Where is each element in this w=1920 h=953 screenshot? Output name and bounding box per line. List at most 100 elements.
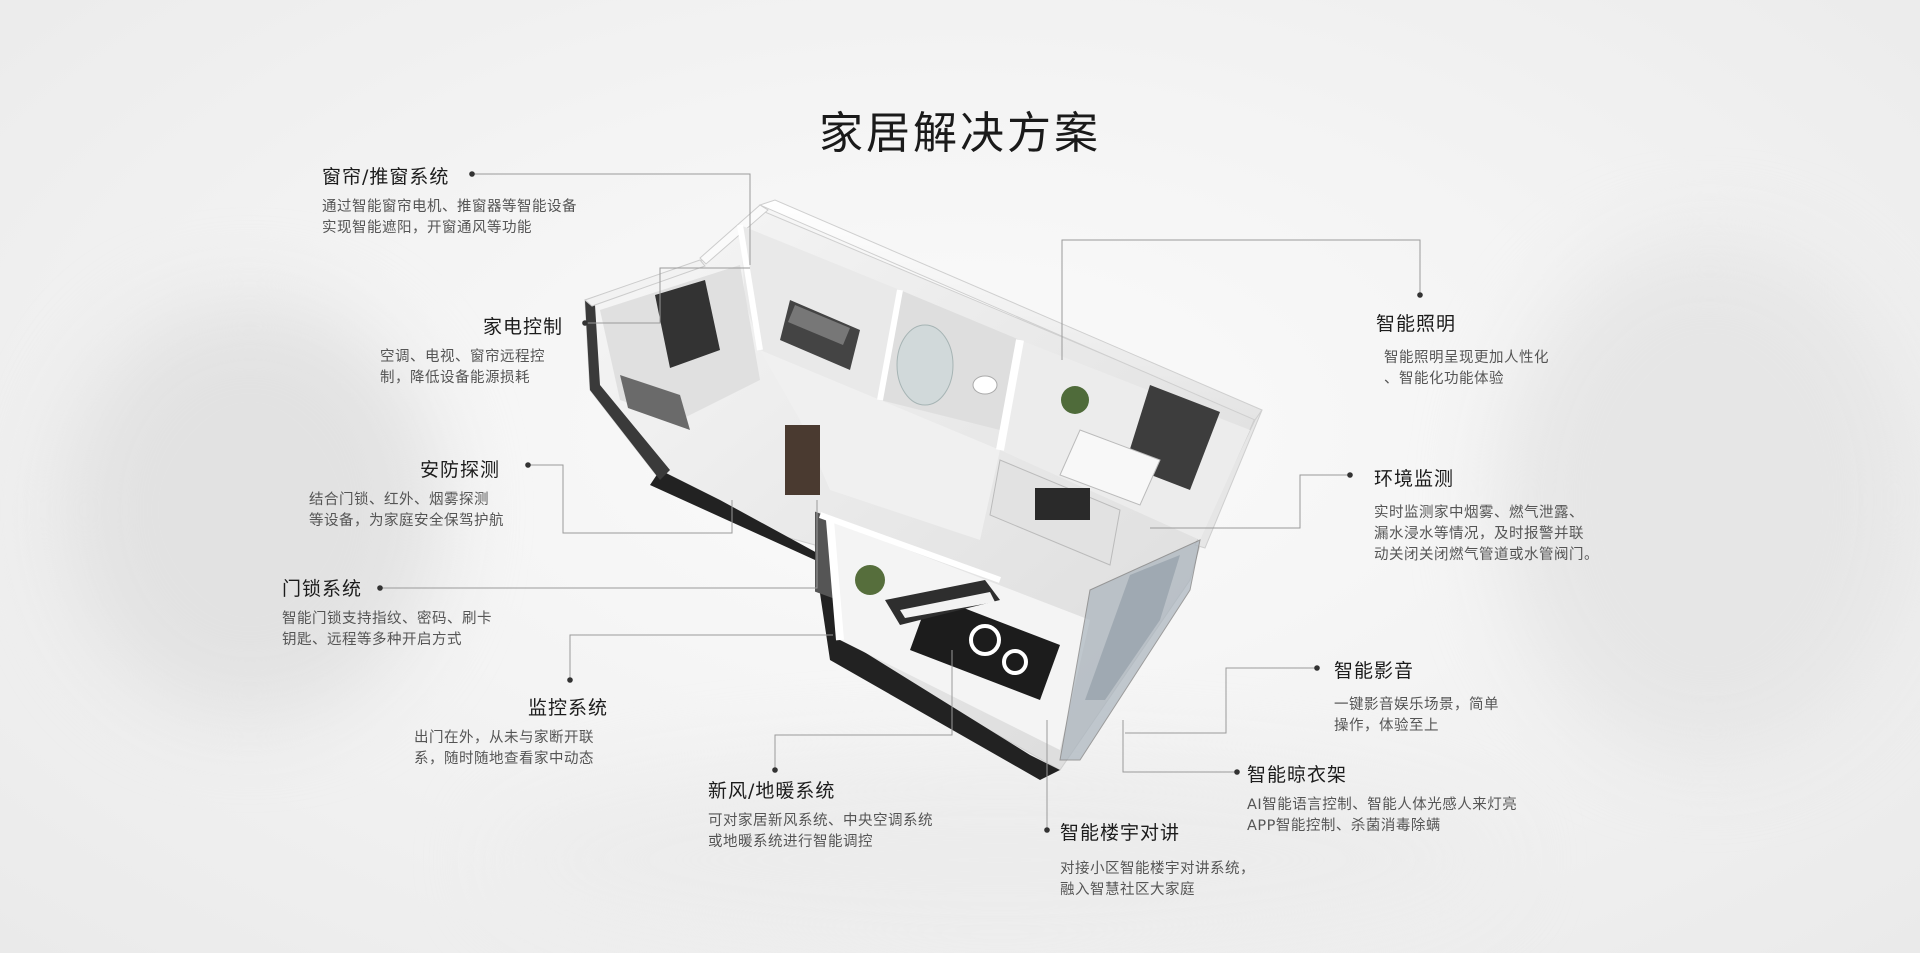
callout-intercom: 智能楼宇对讲 对接小区智能楼宇对讲系统， 融入智慧社区大家庭 <box>1060 818 1255 901</box>
callout-title: 智能楼宇对讲 <box>1060 822 1181 844</box>
desc-line: 出门在外，从未与家断开联 <box>414 730 594 746</box>
background-blur-right <box>1500 240 1920 760</box>
desc-line: 空调、电视、窗帘远程控 <box>380 349 545 365</box>
dot-environment <box>1347 472 1353 478</box>
plant-living <box>855 565 885 595</box>
page-title: 家居解决方案 <box>819 108 1101 160</box>
leader-av <box>1125 667 1317 734</box>
desc-line: 等设备，为家庭安全保驾护航 <box>309 513 504 529</box>
background-blur-left <box>60 300 440 720</box>
leader-doorlock <box>380 500 818 589</box>
callout-title: 新风/地暖系统 <box>708 780 836 802</box>
dot-lighting <box>1417 292 1423 298</box>
background-blur-bottom <box>500 760 1500 953</box>
bed-right <box>1059 429 1161 506</box>
leader-monitor <box>569 634 833 680</box>
callout-desc: 对接小区智能楼宇对讲系统， 融入智慧社区大家庭 <box>1060 859 1255 901</box>
dot-intercom <box>1044 827 1050 833</box>
door-brown <box>785 425 820 495</box>
desc-line: 漏水浸水等情况，及时报警并联 <box>1374 526 1584 542</box>
desc-line: 操作，体验至上 <box>1334 718 1439 734</box>
sofa-cushions <box>900 592 995 618</box>
callout-appliance-control: 家电控制 空调、电视、窗帘远程控 制，降低设备能源损耗 <box>380 312 563 389</box>
callout-curtain-system: 窗帘/推窗系统 通过智能窗帘电机、推窗器等智能设备 实现智能遮阳，开窗通风等功能 <box>322 162 577 239</box>
callout-desc: AI智能语言控制、智能人体光感人来灯亮 APP智能控制、杀菌消毒除螨 <box>1247 795 1517 837</box>
leader-appliance <box>585 267 750 324</box>
bed-stripes <box>788 305 850 345</box>
leader-drying-rack <box>1122 720 1237 773</box>
wall-left-top <box>699 204 769 265</box>
desc-line: 可对家居新风系统、中央空调系统 <box>708 813 933 829</box>
dot-curtain <box>469 171 475 177</box>
desc-line: APP智能控制、杀菌消毒除螨 <box>1247 818 1441 834</box>
desc-line: 钥匙、远程等多种开启方式 <box>282 632 462 648</box>
callout-desc: 智能照明呈现更加人性化 、智能化功能体验 <box>1384 348 1549 390</box>
callout-lighting: 智能照明 智能照明呈现更加人性化 、智能化功能体验 <box>1376 309 1549 390</box>
dot-fresh-air <box>772 767 778 773</box>
divider-wall-5 <box>818 512 1002 583</box>
room-bedroom <box>740 225 900 400</box>
dot-av <box>1314 665 1320 671</box>
rug-black <box>910 595 1060 700</box>
callout-desc: 出门在外，从未与家断开联 系，随时随地查看家中动态 <box>414 728 608 770</box>
callout-audio-video: 智能影音 一键影音娱乐场景，简单 操作，体验至上 <box>1334 656 1499 737</box>
dot-drying-rack <box>1234 769 1240 775</box>
callout-title: 安防探测 <box>420 459 501 481</box>
callout-desc: 智能门锁支持指纹、密码、刷卡 钥匙、远程等多种开启方式 <box>282 609 492 651</box>
callout-title: 环境监测 <box>1374 468 1455 490</box>
desc-line: 制，降低设备能源损耗 <box>380 370 530 386</box>
desc-line: 智能照明呈现更加人性化 <box>1384 350 1549 366</box>
desc-line: 通过智能窗帘电机、推窗器等智能设备 <box>322 199 577 215</box>
callout-title: 门锁系统 <box>282 578 363 600</box>
callout-monitoring: 监控系统 出门在外，从未与家断开联 系，随时随地查看家中动态 <box>414 693 608 770</box>
callout-fresh-air: 新风/地暖系统 可对家居新风系统、中央空调系统 或地暖系统进行智能调控 <box>708 776 933 853</box>
leader-security <box>528 464 733 534</box>
desc-line: 动关闭关闭燃气管道或水管阀门。 <box>1374 547 1599 563</box>
plant-bedroom <box>1061 386 1089 414</box>
desc-line: AI智能语言控制、智能人体光感人来灯亮 <box>1247 797 1518 813</box>
desc-line: 系，随时随地查看家中动态 <box>414 751 594 767</box>
divider-wall-3 <box>996 339 1024 451</box>
callout-environment: 环境监测 实时监测家中烟雾、燃气泄露、 漏水浸水等情况，及时报警并联 动关闭关闭… <box>1374 464 1599 566</box>
desc-line: 对接小区智能楼宇对讲系统， <box>1060 861 1255 877</box>
leader-lighting <box>1061 239 1421 360</box>
divider-wall-1 <box>737 224 763 351</box>
dot-appliance <box>582 320 588 326</box>
callout-title: 家电控制 <box>483 316 564 338</box>
cabinet <box>620 375 690 430</box>
shower-glass <box>896 324 954 406</box>
callout-desc: 结合门锁、红外、烟雾探测 等设备，为家庭安全保驾护航 <box>309 490 504 532</box>
callout-title: 智能影音 <box>1334 660 1415 682</box>
desc-line: 一键影音娱乐场景，简单 <box>1334 697 1499 713</box>
desc-line: 或地暖系统进行智能调控 <box>708 834 873 850</box>
callout-desc: 空调、电视、窗帘远程控 制，降低设备能源损耗 <box>380 347 563 389</box>
wall-left <box>584 259 706 307</box>
dot-doorlock <box>377 585 383 591</box>
desc-line: 融入智慧社区大家庭 <box>1060 882 1195 898</box>
desc-line: 智能门锁支持指纹、密码、刷卡 <box>282 611 492 627</box>
callout-title: 窗帘/推窗系统 <box>322 166 450 188</box>
callout-door-lock: 门锁系统 智能门锁支持指纹、密码、刷卡 钥匙、远程等多种开启方式 <box>282 574 492 651</box>
dot-security <box>525 462 531 468</box>
dot-monitor <box>567 677 573 683</box>
callout-title: 监控系统 <box>528 697 609 719</box>
callout-desc: 通过智能窗帘电机、推窗器等智能设备 实现智能遮阳，开窗通风等功能 <box>322 197 577 239</box>
callout-title: 智能晾衣架 <box>1247 764 1348 786</box>
leader-curtain <box>472 173 751 265</box>
toilet <box>972 375 998 395</box>
room-bedroom-right <box>1000 340 1250 540</box>
house-base-shadow <box>650 470 1060 780</box>
room-dining <box>760 350 1000 540</box>
desc-line: 实时监测家中烟雾、燃气泄露、 <box>1374 505 1584 521</box>
house-base-shadow-left <box>585 300 670 480</box>
divider-wall-2 <box>877 289 903 401</box>
rug-pattern-2 <box>1002 649 1028 675</box>
leader-fresh-air <box>774 650 953 770</box>
rug-pattern-1 <box>969 624 1001 656</box>
callout-drying-rack: 智能晾衣架 AI智能语言控制、智能人体光感人来灯亮 APP智能控制、杀菌消毒除螨 <box>1247 760 1517 837</box>
leader-environment <box>1150 474 1350 529</box>
desc-line: 结合门锁、红外、烟雾探测 <box>309 492 489 508</box>
tv <box>1035 488 1090 520</box>
